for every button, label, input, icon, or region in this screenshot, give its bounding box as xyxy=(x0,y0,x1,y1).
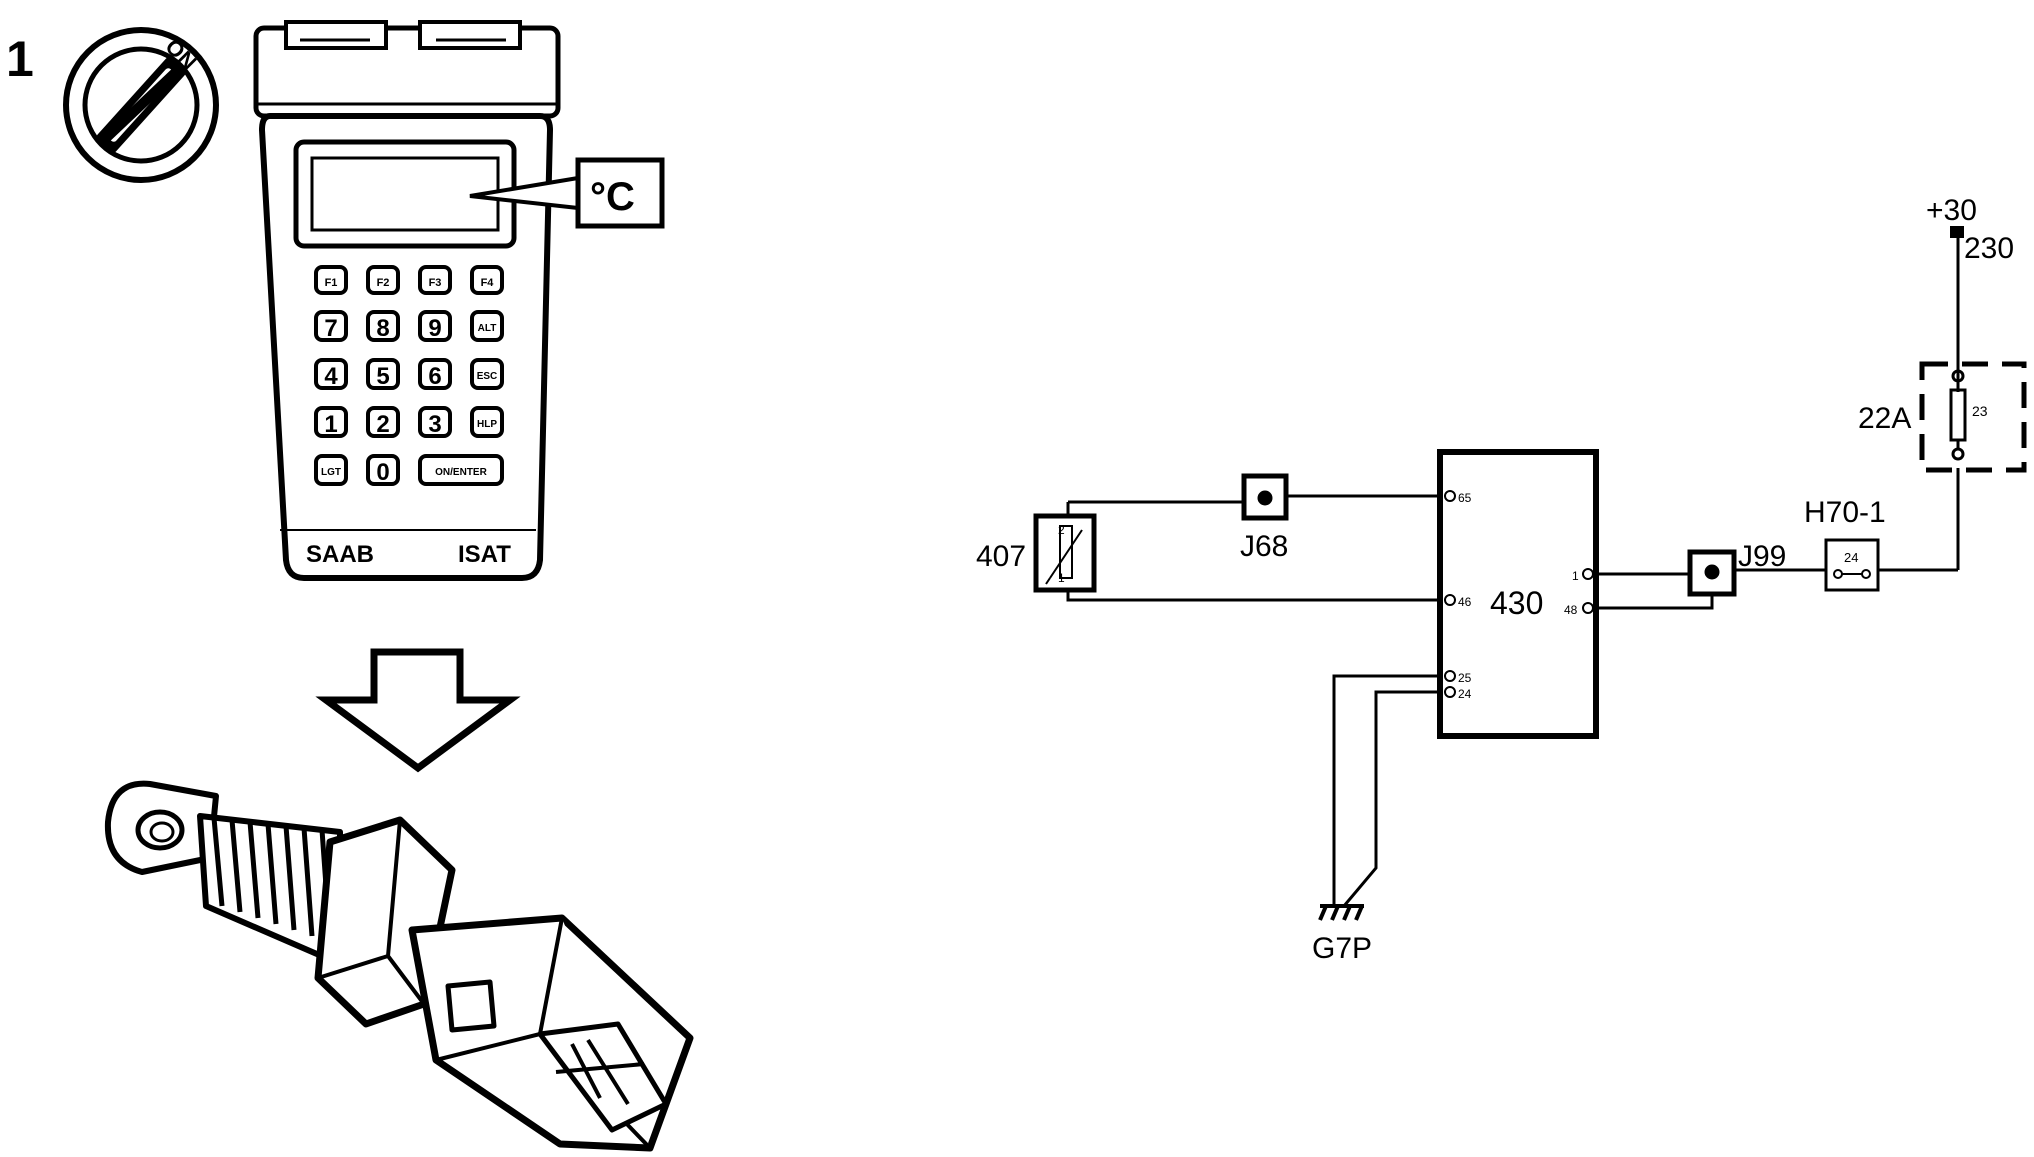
key-hlp xyxy=(470,406,504,438)
key-esc xyxy=(470,358,504,390)
key-1 xyxy=(314,406,348,438)
key-alt xyxy=(470,310,504,342)
key-lgt xyxy=(314,454,348,486)
key-4 xyxy=(314,358,348,390)
ecu-pins xyxy=(1444,490,1594,698)
tester-brand: SAAB xyxy=(306,541,374,568)
key-5 xyxy=(366,358,400,390)
connector-h70-label: H70-1 xyxy=(1804,496,1886,529)
key-label: ON/ENTER xyxy=(435,467,487,478)
step-number: 1 xyxy=(6,31,34,87)
key-label: 5 xyxy=(376,363,389,390)
ecu-pin-65: 65 xyxy=(1458,491,1472,505)
sensor-label: 407 xyxy=(976,540,1026,573)
key-label: F4 xyxy=(481,277,495,289)
ecu-label: 430 xyxy=(1490,585,1543,621)
supply-wire-label: 230 xyxy=(1964,232,2014,265)
key-label: HLP xyxy=(477,419,497,430)
key-f3 xyxy=(418,265,452,295)
key-label: 8 xyxy=(376,315,389,342)
key-label: 4 xyxy=(324,363,338,390)
supply-label: +30 xyxy=(1926,194,1977,227)
connector-h70-1 xyxy=(1824,538,1880,592)
key-2 xyxy=(366,406,400,438)
key-label: 3 xyxy=(428,411,441,438)
tester-keypad xyxy=(314,265,504,486)
ground-label: G7P xyxy=(1312,932,1372,965)
key-label: ALT xyxy=(478,323,497,334)
key-label: 7 xyxy=(324,315,337,342)
junction-j68-label: J68 xyxy=(1240,530,1288,563)
key-f1 xyxy=(314,265,348,295)
thermistor-icon xyxy=(1059,525,1073,579)
ecu-pin-48: 48 xyxy=(1564,603,1578,617)
fuse-box-22a xyxy=(1919,361,2027,473)
ecu-pin-25: 25 xyxy=(1458,671,1472,685)
junction-j68 xyxy=(1241,473,1289,521)
key-7 xyxy=(314,310,348,342)
key-f2 xyxy=(366,265,400,295)
tester-model: ISAT xyxy=(458,541,511,568)
ground-symbol-icon xyxy=(1318,904,1364,921)
ecu-pin-46: 46 xyxy=(1458,595,1472,609)
sensor-pin-1: 1 xyxy=(1058,571,1065,585)
display-callout xyxy=(469,157,665,229)
key-label: 9 xyxy=(428,315,441,342)
tester-key-labels: F1 F2 F3 F4 7 8 9 ALT 4 5 6 ESC 1 2 3 HL… xyxy=(321,277,497,486)
fuse-icon xyxy=(1949,388,1967,442)
key-0 xyxy=(366,454,400,486)
key-label: 6 xyxy=(428,363,441,390)
fuse-number-label: 23 xyxy=(1972,403,1988,419)
junction-j99-label: J99 xyxy=(1738,540,1786,573)
temperature-sensor-icon xyxy=(104,780,694,1152)
down-arrow-icon xyxy=(315,648,521,773)
key-label: F3 xyxy=(429,277,442,289)
display-unit-label: °C xyxy=(590,175,635,219)
key-8 xyxy=(366,310,400,342)
sensor-407 xyxy=(1033,513,1097,593)
ignition-switch-icon xyxy=(63,27,219,183)
fuse-box-label: 22A xyxy=(1858,402,1911,435)
key-label: 1 xyxy=(324,411,337,438)
key-label: F1 xyxy=(325,277,338,289)
key-label: LGT xyxy=(321,467,341,478)
key-9 xyxy=(418,310,452,342)
key-label: 2 xyxy=(376,411,389,438)
key-on-enter xyxy=(418,454,504,486)
ecu-pin-24: 24 xyxy=(1458,687,1472,701)
sensor-pin-2: 2 xyxy=(1058,523,1065,537)
key-label: 0 xyxy=(376,459,389,486)
junction-j99 xyxy=(1687,549,1737,597)
ecu-box-430 xyxy=(1437,449,1599,739)
ecu-pin-1: 1 xyxy=(1572,569,1579,583)
key-label: ESC xyxy=(477,371,498,382)
key-label: F2 xyxy=(377,277,390,289)
supply-terminal-icon xyxy=(1950,226,1964,238)
key-6 xyxy=(418,358,452,390)
key-f4 xyxy=(470,265,504,295)
connector-h70-pin: 24 xyxy=(1844,550,1858,565)
isat-tester-icon xyxy=(253,20,561,581)
key-3 xyxy=(418,406,452,438)
